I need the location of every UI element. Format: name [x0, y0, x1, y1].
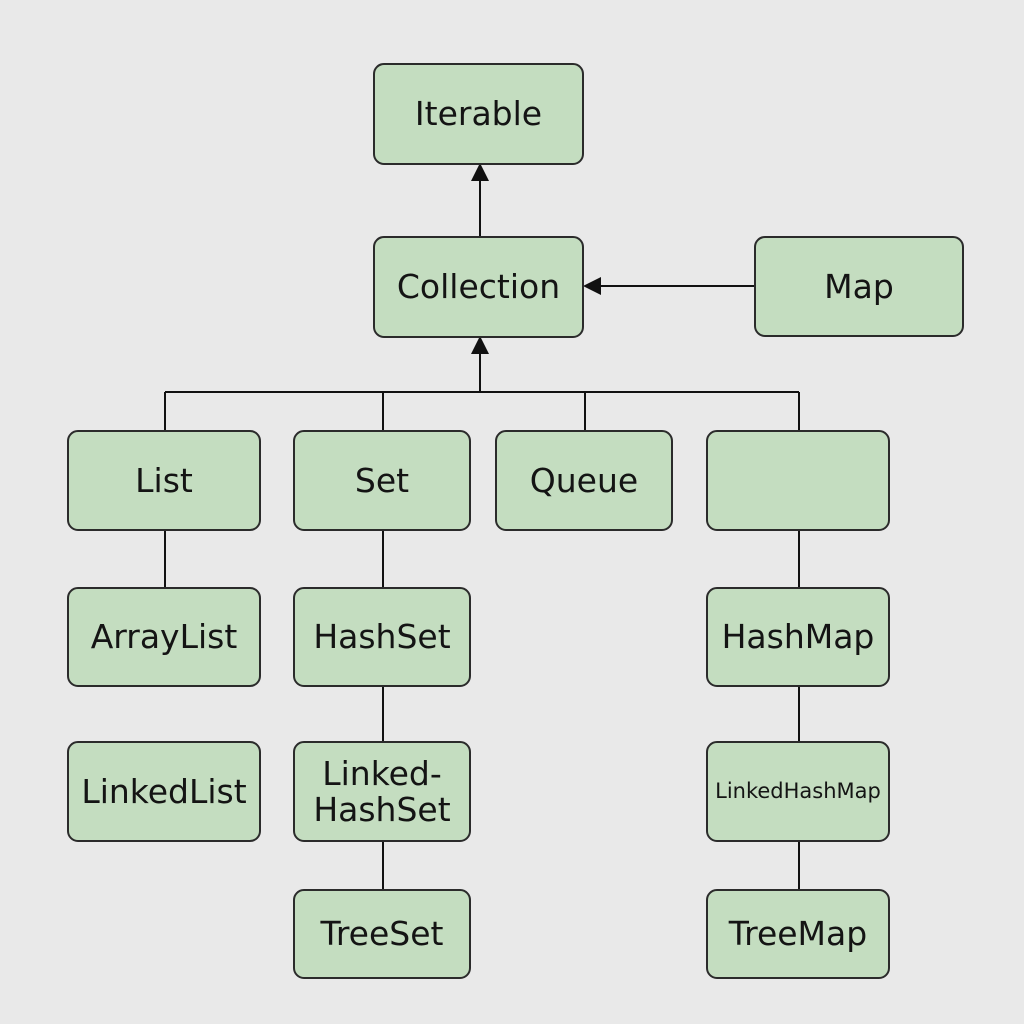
linkedhashmap-node: LinkedHashMap — [706, 741, 890, 842]
map-branch-node — [706, 430, 890, 531]
treemap-node: TreeMap — [706, 889, 890, 979]
linkedhashset-label: Linked- HashSet — [313, 753, 451, 829]
hashmap-label: HashMap — [721, 617, 875, 657]
list-label: List — [135, 460, 193, 500]
hashmap-node: HashMap — [706, 587, 890, 687]
treemap-label: TreeMap — [728, 914, 868, 954]
queue-node: Queue — [495, 430, 673, 531]
iterable-node: Iterable — [373, 63, 584, 165]
collection-node: Collection — [373, 236, 584, 338]
list-node: List — [67, 430, 261, 531]
linkedlist-node: LinkedList — [67, 741, 261, 842]
treeset-node: TreeSet — [293, 889, 471, 979]
arraylist-label: ArrayList — [90, 617, 238, 657]
iterable-label: Iterable — [414, 94, 543, 134]
map-label: Map — [824, 266, 894, 306]
hashset-label: HashSet — [313, 617, 451, 657]
arraylist-node: ArrayList — [67, 587, 261, 687]
set-label: Set — [354, 460, 410, 500]
linkedhashset-node: Linked- HashSet — [293, 741, 471, 842]
set-node: Set — [293, 430, 471, 531]
collection-label: Collection — [396, 267, 561, 307]
linkedlist-label: LinkedList — [81, 771, 247, 811]
linkedhashmap-label: LinkedHashMap — [715, 779, 881, 804]
map-node: Map — [754, 236, 964, 337]
hashset-node: HashSet — [293, 587, 471, 687]
queue-label: Queue — [529, 460, 639, 500]
treeset-label: TreeSet — [320, 914, 444, 954]
